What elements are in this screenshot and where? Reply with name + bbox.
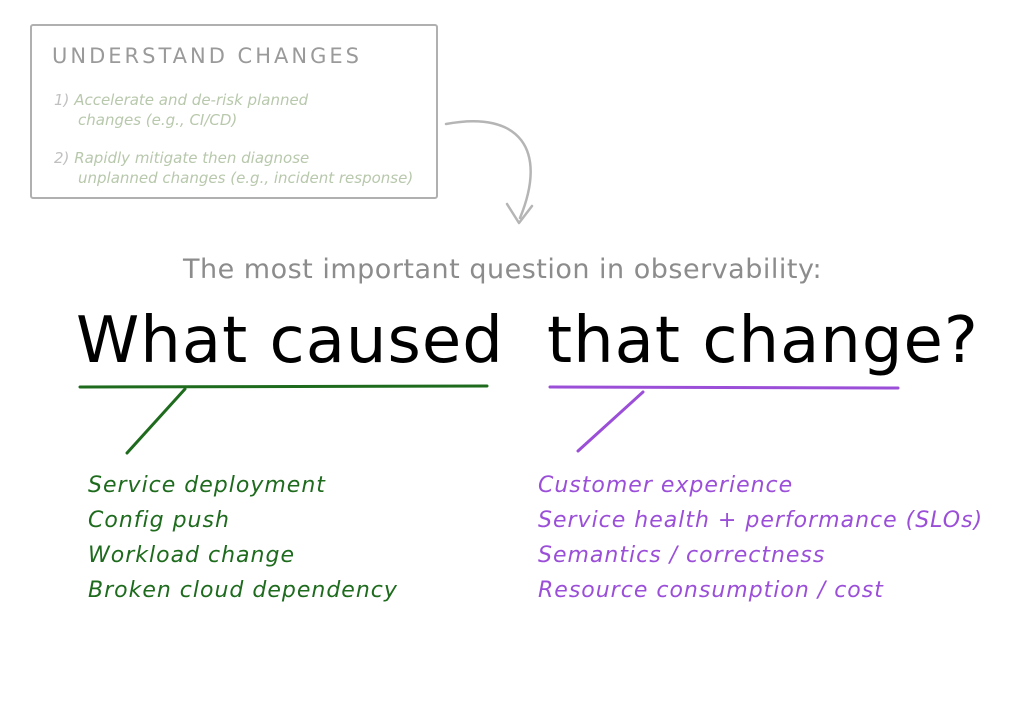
- arrow-head: [505, 202, 534, 225]
- effect-item: Service health + performance (SLOs): [538, 508, 984, 533]
- box-item-line2: unplanned changes (e.g., incident respon…: [78, 169, 414, 187]
- cause-list: Service deployment Config push Workload …: [88, 468, 398, 608]
- cause-item: Config push: [88, 508, 230, 533]
- curved-arrow: [444, 119, 532, 220]
- cause-item: Broken cloud dependency: [88, 578, 398, 603]
- box-item-number: 1): [54, 91, 70, 109]
- box-item-number: 2): [54, 149, 70, 167]
- cause-underline: [78, 384, 489, 389]
- question-effect-part: that change?: [547, 304, 979, 378]
- cause-pointer-line: [125, 387, 187, 455]
- cause-item: Workload change: [88, 543, 295, 568]
- effect-underline: [548, 385, 900, 390]
- cause-item: Service deployment: [88, 473, 326, 498]
- box-item-1: 1) Accelerate and de-risk planned change…: [54, 90, 308, 130]
- effect-item: Resource consumption / cost: [538, 578, 884, 603]
- box-item-line2: changes (e.g., CI/CD): [78, 111, 238, 129]
- box-item-2: 2) Rapidly mitigate then diagnose unplan…: [54, 148, 413, 188]
- subtitle: The most important question in observabi…: [183, 254, 823, 285]
- effect-pointer-line: [576, 390, 645, 453]
- box-item-line1: Rapidly mitigate then diagnose: [74, 149, 310, 167]
- understand-changes-box: UNDERSTAND CHANGES 1) Accelerate and de-…: [30, 24, 438, 199]
- box-title: UNDERSTAND CHANGES: [52, 44, 362, 68]
- effect-item: Customer experience: [538, 473, 794, 498]
- effect-list: Customer experience Service health + per…: [538, 468, 983, 608]
- effect-item: Semantics / correctness: [538, 543, 826, 568]
- question-cause-part: What caused: [76, 304, 504, 378]
- box-item-line1: Accelerate and de-risk planned: [74, 91, 309, 109]
